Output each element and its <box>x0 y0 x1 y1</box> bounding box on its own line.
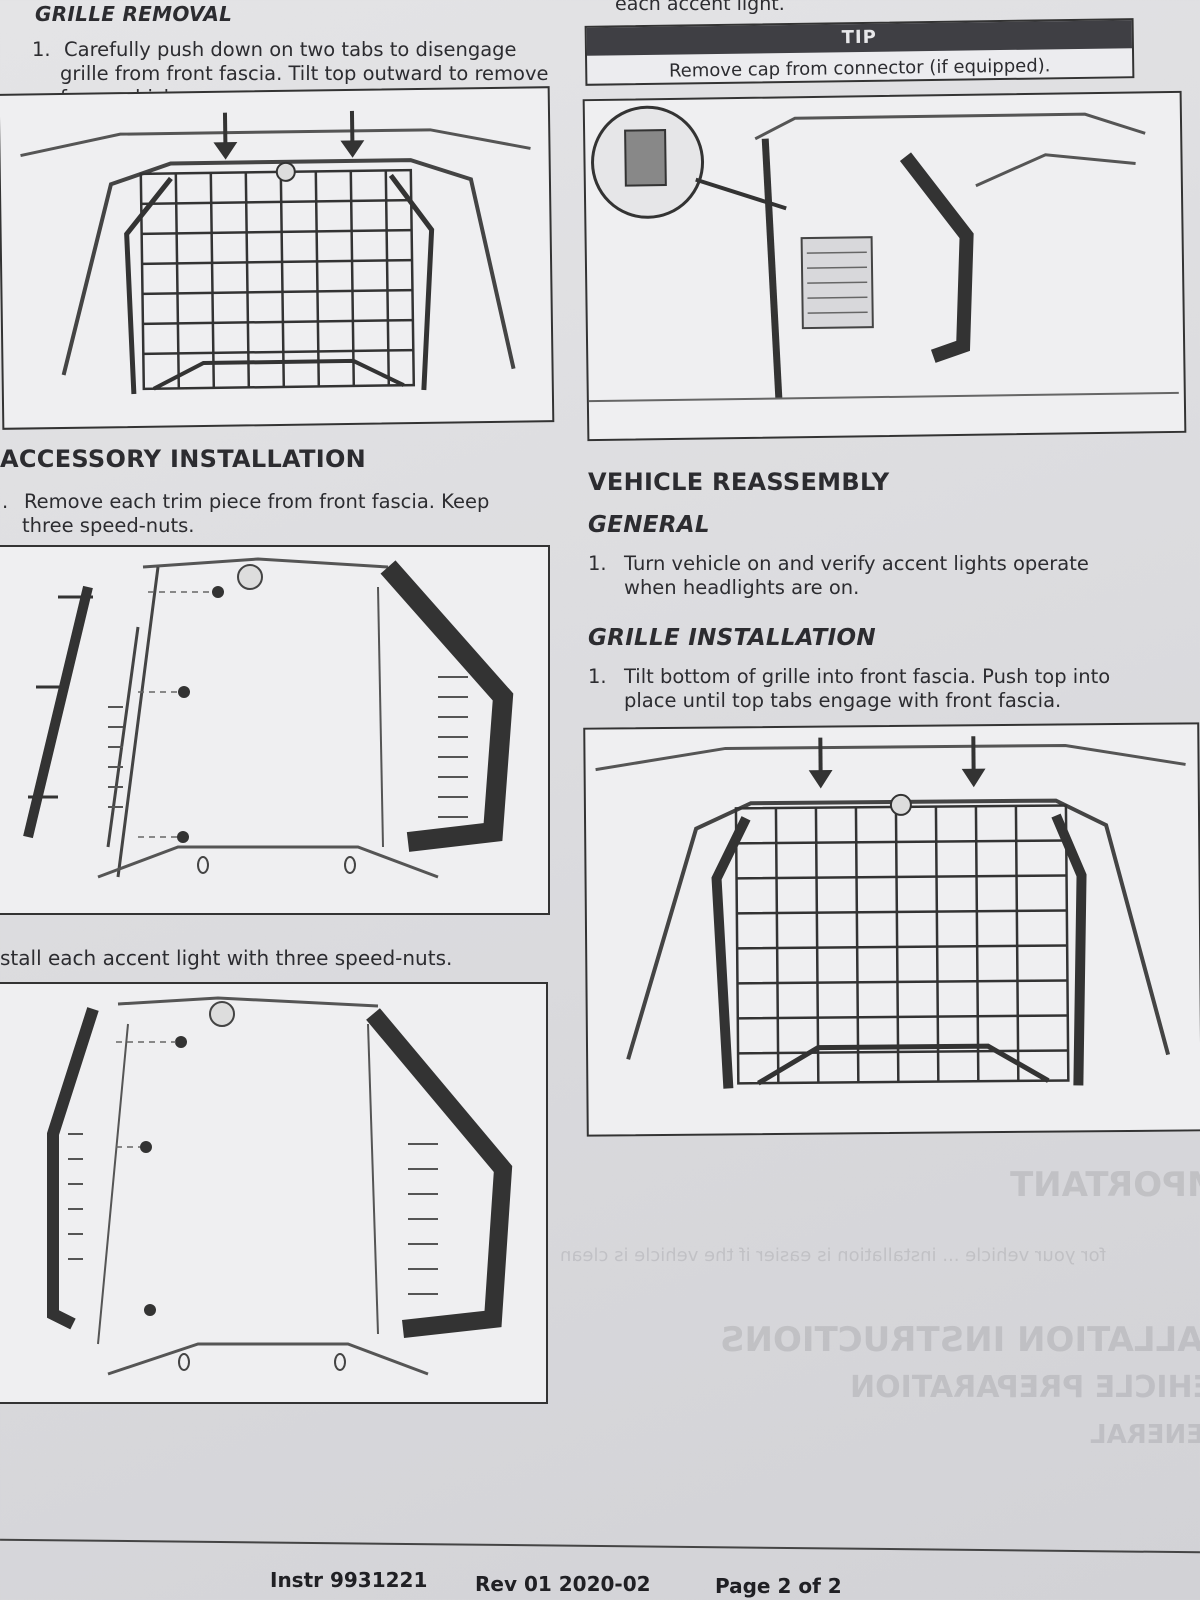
figure-accent-light-install <box>0 982 548 1404</box>
figure-grille-installation <box>583 722 1200 1137</box>
grille-installation-heading: GRILLE INSTALLATION <box>588 625 876 651</box>
footer-page: Page 2 of 2 <box>715 1574 842 1598</box>
bleed-through-text: GENERAL <box>1090 1420 1200 1450</box>
bleed-through-text: VEHICLE PREPARATION <box>850 1370 1200 1405</box>
accessory-installation-heading: ACCESSORY INSTALLATION <box>0 445 367 473</box>
bleed-through-text: for your vehicle ... installation is eas… <box>560 1245 1106 1266</box>
general-step: 1. Turn vehicle on and verify accent ligh… <box>588 552 1188 600</box>
grille-installation-step: 1. Tilt bottom of grille into front fasci… <box>588 665 1196 713</box>
step-text: Remove each trim piece from front fascia… <box>24 490 490 513</box>
tip-box: TIP Remove cap from connector (if equipp… <box>584 18 1135 86</box>
footer-rule <box>0 1538 1200 1554</box>
step-number: 1. <box>32 38 51 61</box>
step-text: place until top tabs engage with front f… <box>624 689 1062 712</box>
accessory-step-1: . Remove each trim piece from front fasci… <box>2 490 562 538</box>
step-text: Turn vehicle on and verify accent lights… <box>624 552 1089 575</box>
step-number: 1. <box>588 552 607 575</box>
bleed-through-text: INSTALLATION INSTRUCTIONS <box>720 1320 1200 1360</box>
footer-instr: Instr 9931221 <box>270 1568 428 1592</box>
figure-trim-removal <box>0 545 550 915</box>
step-number: . <box>2 490 9 513</box>
general-heading: GENERAL <box>588 512 710 538</box>
tip-text: Remove cap from connector (if equipped). <box>668 55 1051 82</box>
step-number: 1. <box>588 665 607 688</box>
grille-removal-heading: GRILLE REMOVAL <box>35 2 233 26</box>
step-text: three speed-nuts. <box>22 514 195 537</box>
step-text: Tilt bottom of grille into front fascia.… <box>624 665 1111 688</box>
figure-grille-removal <box>0 86 555 430</box>
accessory-step-2: stall each accent light with three speed… <box>0 946 453 970</box>
bleed-through-text: IMPORTANT <box>1010 1165 1200 1205</box>
footer-rev: Rev 01 2020-02 <box>475 1572 651 1596</box>
figure-connector-detail <box>582 90 1187 442</box>
step-text: Carefully push down on two tabs to disen… <box>64 38 517 61</box>
vehicle-reassembly-heading: VEHICLE REASSEMBLY <box>588 468 890 496</box>
step-text: grille from front fascia. Tilt top outwa… <box>60 62 549 85</box>
step-text: when headlights are on. <box>624 576 860 599</box>
top-right-fragment: each accent light. <box>615 0 785 15</box>
